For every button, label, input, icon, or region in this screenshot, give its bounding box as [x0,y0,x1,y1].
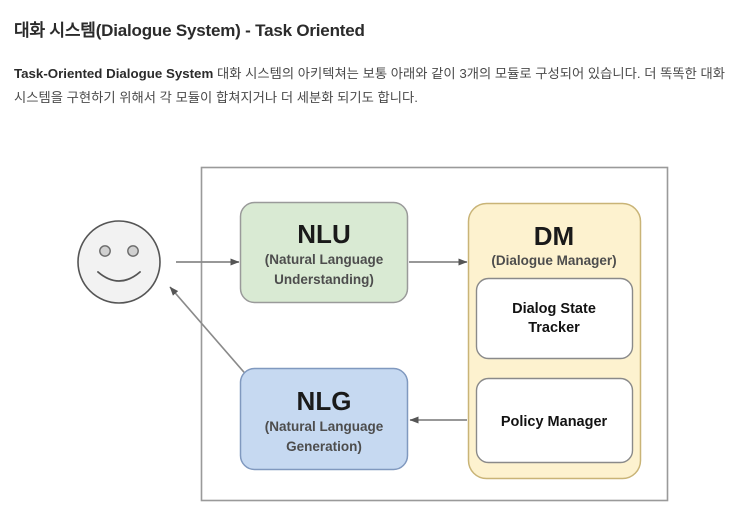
smiley-mouth-icon [97,271,141,282]
dialog-state-tracker-label-line2: Tracker [528,320,580,336]
nlu-box[interactable] [239,201,409,304]
dm-subtitle: (Dialogue Manager) [491,253,616,268]
nlu-module[interactable]: NLU (Natural Language Understanding) [239,201,409,304]
nlg-box[interactable] [239,367,409,471]
policy-manager-label: Policy Manager [501,414,608,430]
nlg-subtitle-line1: (Natural Language [265,419,384,434]
nlg-subtitle-line2: Generation) [286,439,362,454]
nlg-title: NLG [297,386,352,416]
smiley-left-eye-icon [99,245,111,257]
paragraph-body-text: 대화 시스템의 아키텍쳐는 보통 아래와 같이 3개의 모듈로 구성되어 있습니… [14,66,726,105]
policy-manager-box[interactable] [475,377,634,464]
system-boundary-container [200,166,669,502]
dialog-state-tracker-box[interactable] [475,277,634,360]
dialog-state-tracker-module[interactable]: Dialog State Tracker [475,277,634,360]
paragraph-lead-term: Task-Oriented Dialogue System [14,66,214,82]
arrow-nlg-to-user [169,286,250,379]
nlu-title: NLU [297,219,350,249]
smiley-right-eye-icon [127,245,139,257]
dialog-state-tracker-label-line1: Dialog State [512,301,596,317]
article-text-block: 대화 시스템(Dialogue System) - Task Oriented … [0,0,754,109]
dm-title: DM [534,221,574,251]
article-paragraph: Task-Oriented Dialogue System 대화 시스템의 아키… [14,42,740,109]
smiley-face-icon [77,220,161,304]
nlu-subtitle-line2: Understanding) [274,272,374,287]
user-avatar [77,220,161,304]
dialogue-system-architecture-diagram: NLU (Natural Language Understanding) NLG… [0,150,754,524]
page-title: 대화 시스템(Dialogue System) - Task Oriented [14,21,365,40]
nlu-subtitle-line1: (Natural Language [265,252,384,267]
nlg-module[interactable]: NLG (Natural Language Generation) [239,367,409,471]
policy-manager-module[interactable]: Policy Manager [475,377,634,464]
dm-module[interactable]: DM (Dialogue Manager) Dialog State Track… [467,202,642,480]
